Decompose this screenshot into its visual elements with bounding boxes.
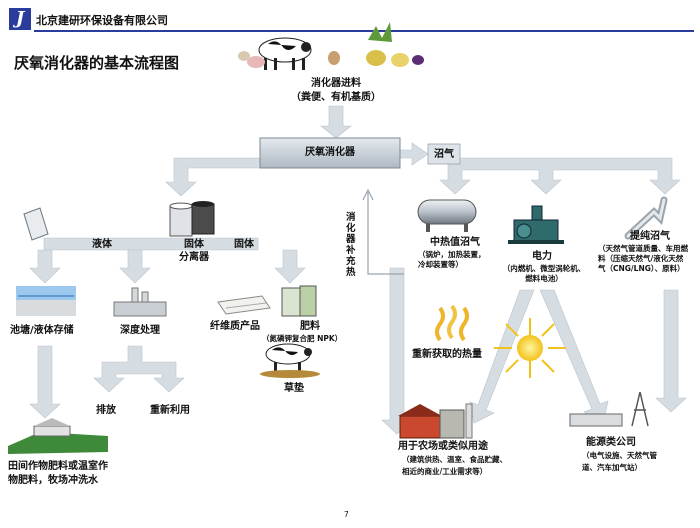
arrow-feed-down [320,105,352,139]
plant-illustration [113,287,167,317]
sun-illustration [494,318,566,378]
arrow-to-pond [29,249,61,284]
farm-sublabel: （建筑供热、温室、食品贮藏、 相近的商业/工业需求等） [402,455,507,476]
medium-gas-label: 中热值沼气 [430,237,480,248]
arrow-upgrade-energy [655,289,687,413]
arrow-biogas-split [439,157,681,195]
page-number: 7 [344,510,349,519]
farm-label: 用于农场或类似用途 [398,441,488,452]
digester-label: 厌氧消化器 [305,147,355,158]
arrow-to-biogas [399,142,429,166]
power-sublabel: （内燃机、微型涡轮机、 燃料电池） [502,264,586,283]
arrow-gas-farm [381,267,413,435]
biogas-label: 沼气 [434,149,454,160]
energy-sublabel: （电气设施、天然气管 道、汽车加气站） [582,451,657,472]
arrow-deep-split [93,345,185,393]
arrow-power-farm [469,289,535,424]
arrow-to-fiber [274,249,306,284]
generator-illustration [508,205,564,244]
fertilizer-illustration [281,285,317,317]
medium-gas-sublabel: （锅炉，加热装置， 冷却装置等） [418,250,486,269]
pond-illustration [16,286,76,316]
deep-treatment-label: 深度处理 [120,325,160,336]
arrow-to-deep [119,249,151,284]
farm-buildings-illustration [398,403,473,439]
heat-return-arrow [362,188,404,275]
bedding-cow-illustration [260,343,320,378]
header-divider [34,30,694,32]
heater-vertical-label: 消化器补充热 [346,212,356,278]
liquid-label: 液体 [92,239,112,250]
page-title: 厌氧消化器的基本流程图 [14,54,180,72]
field-illustration [8,418,108,454]
arrow-pond-field [29,345,61,419]
feed-illustration [238,22,424,70]
discharge-label: 排放 [96,405,116,416]
fiber-label: 纤维质产品 [210,321,260,332]
bedding-label: 草垫 [284,383,304,394]
field-label: 田间作物肥料或温室作 物肥料，牧场冲洗水 [8,461,108,486]
company-name: 北京建研环保设备有限公司 [36,14,168,27]
heat-label: 重新获取的热量 [412,349,482,360]
digester-box [259,137,401,169]
power-label: 电力 [532,251,552,262]
biogas-box [427,143,461,165]
heat-flames-illustration [435,304,469,342]
energy-facility-illustration [569,391,649,427]
fertilizer-sublabel: （氮磷钾复合肥 NPK） [262,334,343,343]
separator-label: 固体 分离器 [179,239,209,263]
upgrade-sublabel: （天然气管道质量、车用燃 料（压缩天然气/液化天然 气（CNG/LNG）、原料） [598,244,688,273]
fertilizer-label: 肥料 [300,321,320,332]
pond-label: 池塘/液体存储 [10,325,74,336]
gas-tank-illustration [417,199,477,232]
arrow-digester-left [165,157,263,197]
reuse-label: 重新利用 [150,405,190,416]
solid-label: 固体 [234,239,254,250]
pail-illustration [23,207,49,241]
upgrade-label: 提纯沼气 [630,231,670,242]
company-logo: J [9,8,31,30]
feed-sublabel: （粪便、有机基质） [291,92,381,103]
arrow-sep-bar [43,237,259,251]
fiber-illustration [217,295,271,315]
feed-label: 消化器进料 [311,78,361,89]
arrow-power-energy [539,289,609,425]
pipe-illustration [624,196,668,240]
separator-illustration [169,201,215,237]
energy-label: 能源类公司 [586,437,636,448]
